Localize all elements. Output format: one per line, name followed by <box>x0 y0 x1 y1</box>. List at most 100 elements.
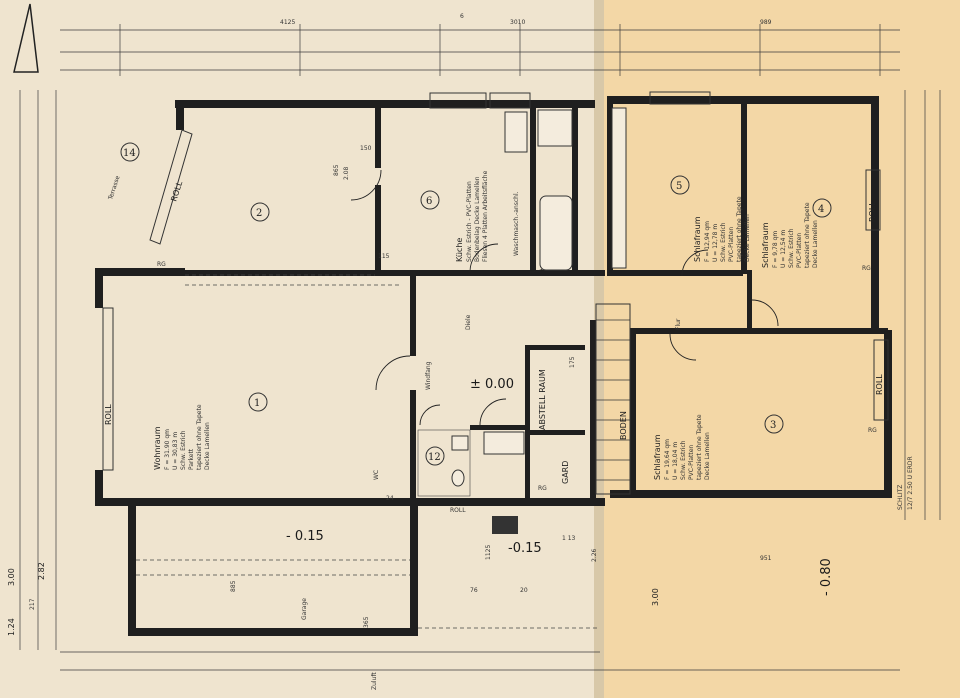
room-3-title: Schlafraum <box>653 434 662 480</box>
room-1-line-6: Decke Lamellen <box>204 422 211 470</box>
room-5-description: Schlafraum F = 12,94 qm U = 12,78 m Schw… <box>693 196 751 262</box>
room-4-title: Schlafraum <box>761 222 770 268</box>
dim-365: 365 <box>363 616 370 628</box>
dim-989: 989 <box>760 19 772 26</box>
room-6-line-3: Fliesen 4 Platten Arbeitsfläche <box>482 170 489 262</box>
paper-left <box>0 0 600 698</box>
room-4-line-5: tapeziert ohne Tapete <box>804 202 811 268</box>
dim-24: 24 <box>386 495 394 502</box>
fixtures <box>417 107 631 534</box>
dim-115: 115 <box>378 253 390 260</box>
room-4-line-1: F = 9,78 qm <box>772 231 779 268</box>
room-5-line-1: F = 12,94 qm <box>704 221 711 262</box>
room-3-line-1: F = 19,64 qm <box>664 439 671 480</box>
room-number-5: 5 <box>676 181 682 192</box>
room-3-line-2: U = 18,04 m <box>672 442 679 480</box>
north-arrow-icon <box>13 3 39 73</box>
bathtub <box>539 195 573 271</box>
room-1-line-5: tapeziert ohne Tapete <box>196 404 203 470</box>
stairs <box>596 319 630 481</box>
room-1-line-3: Schw. Estrich <box>180 430 187 470</box>
room-1-description: Wohnraum F = 31.90 qm U = 30,83 m Schw. … <box>153 404 211 470</box>
schlitz-label: SCHLITZ <box>897 485 904 510</box>
shower <box>537 109 573 147</box>
toilet <box>451 469 465 487</box>
washbasin <box>451 435 469 451</box>
room-4-description: Schlafraum F = 9,78 qm U = 12,54 m Schw.… <box>761 202 819 268</box>
level-right: - 0.80 <box>819 558 834 596</box>
room-number-4: 4 <box>818 204 824 215</box>
boden-label: BODEN <box>619 411 628 440</box>
room-6-line-2: Bodenbelag Decke Lamellen <box>474 176 481 262</box>
dim-208: 2.08 <box>343 166 350 180</box>
flur-label: Flur <box>675 318 682 330</box>
room-5-line-3: Schw. Estrich <box>720 222 727 262</box>
room-5-line-6: Decke Lamellen <box>744 214 751 262</box>
dashed-lines <box>136 274 600 629</box>
cabinet <box>611 107 627 269</box>
wc-tiles <box>417 429 471 497</box>
room-1-line-4: Parkett <box>188 448 195 470</box>
rg-label-4: RG <box>538 485 547 492</box>
room-5-line-5: tapeziert ohne Tapete <box>736 196 743 262</box>
room-1-title: Wohnraum <box>153 426 162 470</box>
level-garage: - 0.15 <box>286 529 324 544</box>
rg-label-2: RG <box>868 427 877 434</box>
paper-right <box>600 0 960 698</box>
erdr-label: 12/7 2.50 U ERDR <box>907 456 914 510</box>
diele-label: Diele <box>465 314 472 330</box>
staircase-frame <box>595 303 631 495</box>
waschmaschine-label: Waschmasch.-anschl. <box>513 191 520 256</box>
room-6-title: Küche <box>455 238 464 262</box>
dim-175: 175 <box>569 356 576 368</box>
zuluft-label: Zuluft <box>371 672 378 690</box>
dim-76: 76 <box>470 587 478 594</box>
level-upper-left: 3.00 <box>7 568 16 586</box>
boiler <box>483 431 525 455</box>
room-number-12: 12 <box>428 452 441 463</box>
dim-865: 865 <box>333 164 340 176</box>
gard-label: GARD <box>561 461 570 484</box>
level-124: 1.24 <box>7 618 16 636</box>
rg-label-3: RG <box>862 265 871 272</box>
windfang-label: Windfang <box>425 361 432 390</box>
room-1-line-2: U = 30,83 m <box>172 432 179 470</box>
dim-113: 1 13 <box>562 535 576 542</box>
room-1-line-1: F = 31.90 qm <box>164 429 171 470</box>
room-4-line-3: Schw. Estrich <box>788 228 795 268</box>
kitchen-sink <box>504 111 528 153</box>
room-4-line-2: U = 12,54 m <box>780 230 787 268</box>
dim-6: 6 <box>460 13 464 20</box>
room-number-3: 3 <box>770 420 776 431</box>
rg-label-1: RG <box>157 261 166 268</box>
dim-20: 20 <box>520 587 528 594</box>
room-4-line-6: Decke Lamellen <box>812 220 819 268</box>
level-bottom-300: 3.00 <box>651 588 660 606</box>
room-6-line-1: Schw. Estrich - PVC-Platten <box>466 181 473 262</box>
room-number-2: 2 <box>256 208 262 219</box>
dimension-lines <box>19 24 941 671</box>
room-4-line-4: PVC-Platten <box>796 233 803 268</box>
dim-951: 951 <box>760 555 772 562</box>
dim-4125: 4125 <box>280 19 295 26</box>
room-3-line-4: PVC-Platten <box>688 445 695 480</box>
paper-fold <box>594 0 604 698</box>
entrance-mat <box>492 516 518 534</box>
abstell-label: ABSTELL RAUM <box>538 369 547 430</box>
dim-226: 2.26 <box>591 548 598 562</box>
room-3-description: Schlafraum F = 19,64 qm U = 18,04 m Schw… <box>653 414 711 480</box>
dim-1125: 1125 <box>485 545 492 560</box>
dim-3010: 3010 <box>510 19 525 26</box>
room-number-1: 1 <box>254 398 260 409</box>
roll-label-right-top: ROLL <box>868 201 877 222</box>
level-282: 2.82 <box>37 562 46 580</box>
level-floor: ± 0.00 <box>470 377 514 392</box>
room-5-line-2: U = 12,78 m <box>712 224 719 262</box>
room-3-line-5: tapeziert ohne Tapete <box>696 414 703 480</box>
room-number-14: 14 <box>123 148 136 159</box>
wc-label: WC <box>373 470 380 480</box>
room-markers <box>120 142 832 466</box>
level-entrance: -0.15 <box>508 541 542 556</box>
dim-217: 217 <box>29 598 36 610</box>
